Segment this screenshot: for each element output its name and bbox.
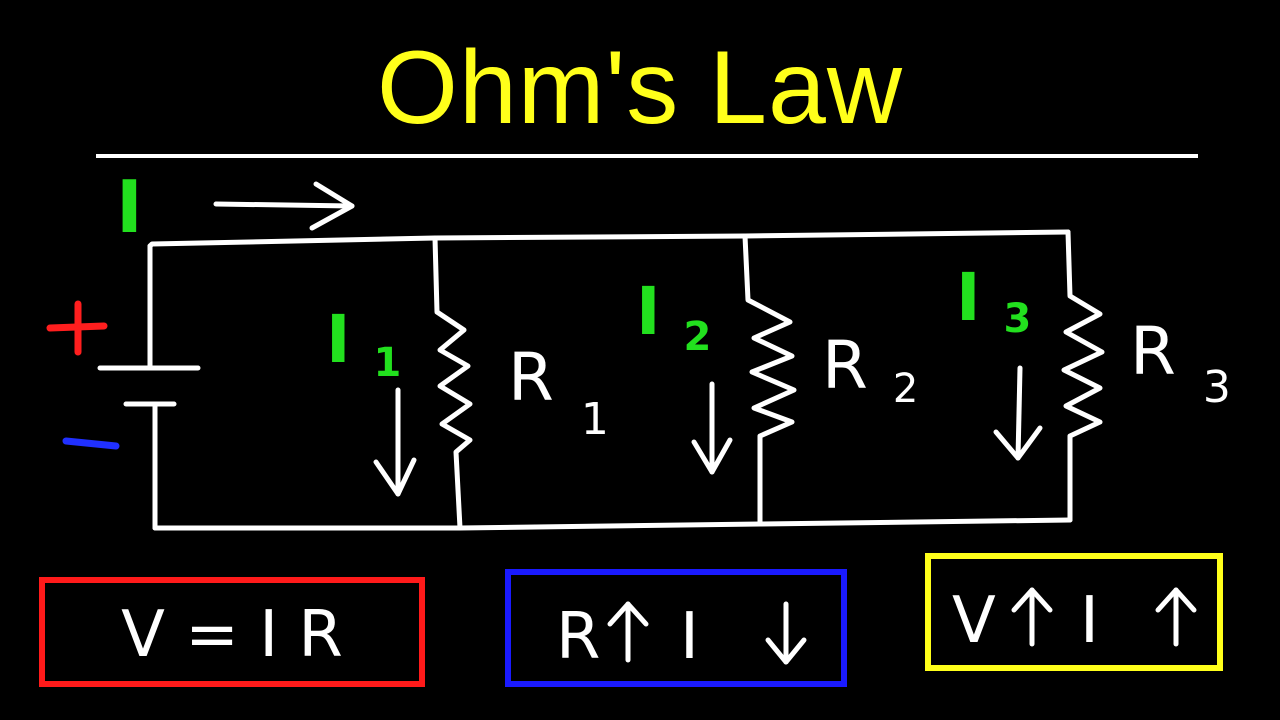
formula-box-ohms-law: V = I R [39,577,425,687]
battery-icon [97,365,201,407]
svg-text:I 2: I 2 [636,273,711,360]
formula-text: V = I R [121,598,343,672]
current-1-arrow-icon [373,387,417,497]
current-2-subscript: 2 [684,314,712,360]
negative-sign-icon [62,437,120,450]
box2-text-b: I [680,600,699,674]
resistor-3-icon [1061,229,1105,523]
positive-sign-icon [46,300,108,356]
formula-box-voltage-current: V I [925,553,1223,671]
branch-1: I 1 R 1 [326,235,609,531]
box3-text-a: V [952,584,996,658]
main-current-label: I [116,165,143,249]
current-1-subscript: 1 [374,340,402,386]
formula-box-resistance-current: R I [505,569,847,687]
svg-text:I 3: I 3 [956,259,1031,342]
current-3-arrow-icon [993,365,1043,461]
resistor-1-subscript: 1 [581,394,609,445]
resistor-3-symbol: R [1130,313,1176,390]
resistor-2-symbol: R [822,327,868,404]
circuit-wires [147,229,1073,531]
current-2-symbol: I [636,273,661,350]
bottom-wire [152,517,1073,531]
current-3-subscript: 3 [1004,296,1032,342]
current-2-arrow-icon [691,381,733,475]
svg-text:R 1: R 1 [508,339,609,445]
current-1-symbol: I [326,301,351,378]
up-arrow-icon [1155,587,1197,647]
up-arrow-icon [607,601,649,663]
top-wire [147,229,1071,249]
branch-2: I 2 R 2 [636,233,918,527]
resistor-2-subscript: 2 [893,366,918,412]
box2-text-a: R [556,600,600,674]
page-title: Ohm's Law [377,30,903,146]
current-3-symbol: I [956,259,981,336]
resistor-2-icon [742,233,797,527]
down-arrow-icon [765,601,807,665]
svg-text:R 3: R 3 [1130,313,1231,413]
up-arrow-icon [1011,587,1053,647]
resistor-3-subscript: 3 [1203,362,1231,413]
main-current-arrow-icon [213,181,355,231]
svg-text:R 2: R 2 [822,327,918,412]
branch-3: I 3 R 3 [956,229,1231,523]
svg-text:I 1: I 1 [326,301,401,386]
box3-text-b: I [1080,584,1099,658]
resistor-1-symbol: R [508,339,554,416]
resistor-1-icon [432,235,473,531]
